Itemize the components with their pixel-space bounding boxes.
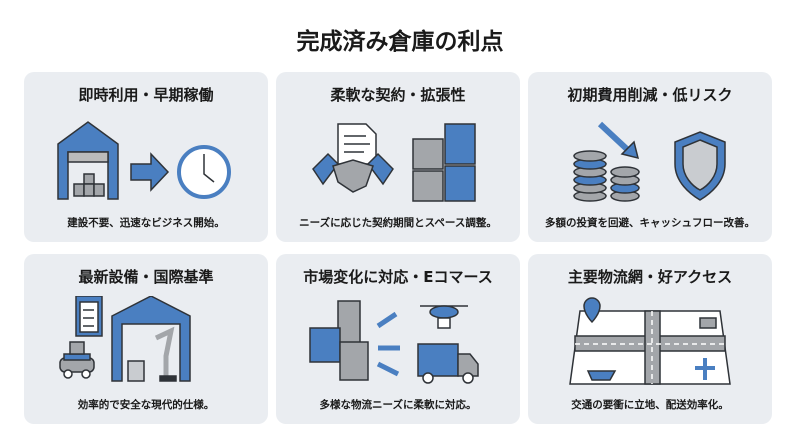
coins-shield-icon [573, 121, 726, 202]
card-immediate-use: 即時利用・早期稼働 建設不要、迅速なビジネス開始。 [24, 72, 268, 242]
card-heading: 市場変化に対応・Eコマース [303, 268, 493, 286]
card-caption: 効率的で安全な現代的仕様。 [77, 399, 215, 411]
card-modern-facilities: 最新設備・国際基準 効率的で安全な現代的仕様。 [24, 254, 268, 424]
page-title: 完成済み倉庫の利点 [296, 29, 504, 55]
card-flexible-contract: 柔軟な契約・拡張性 ニーズに応じた契約期間とスペース調整。 [276, 72, 520, 242]
card-heading: 最新設備・国際基準 [78, 268, 214, 286]
card-cost-reduction: 初期費用削減・低リスク 多額の投資を回避、キャッシュフロー改善。 [528, 72, 772, 242]
card-heading: 柔軟な契約・拡張性 [330, 86, 466, 104]
card-ecommerce: 市場変化に対応・Eコマース 多様な物流ニーズに柔軟に対応。 [276, 254, 520, 424]
card-heading: 主要物流網・好アクセス [567, 268, 733, 286]
card-caption: ニーズに応じた契約期間とスペース調整。 [299, 217, 497, 229]
card-caption: 建設不要、迅速なビジネス開始。 [67, 217, 225, 229]
card-heading: 即時利用・早期稼働 [78, 86, 214, 104]
map-roads-icon [569, 297, 731, 385]
card-caption: 多様な物流ニーズに柔軟に対応。 [319, 399, 477, 411]
card-heading: 初期費用削減・低リスク [567, 86, 733, 104]
boxes-drone-truck-icon [309, 300, 479, 384]
card-logistics-access: 主要物流網・好アクセス 交通の要衝に立地、配送効率化。 [528, 254, 772, 424]
card-caption: 交通の要衝に立地、配送効率化。 [571, 399, 729, 411]
warehouse-to-clock-icon [57, 121, 231, 200]
checklist-robot-warehouse-icon [59, 296, 191, 382]
handshake-puzzle-icon [312, 123, 476, 202]
card-caption: 多額の投資を回避、キャッシュフロー改善。 [545, 217, 755, 229]
